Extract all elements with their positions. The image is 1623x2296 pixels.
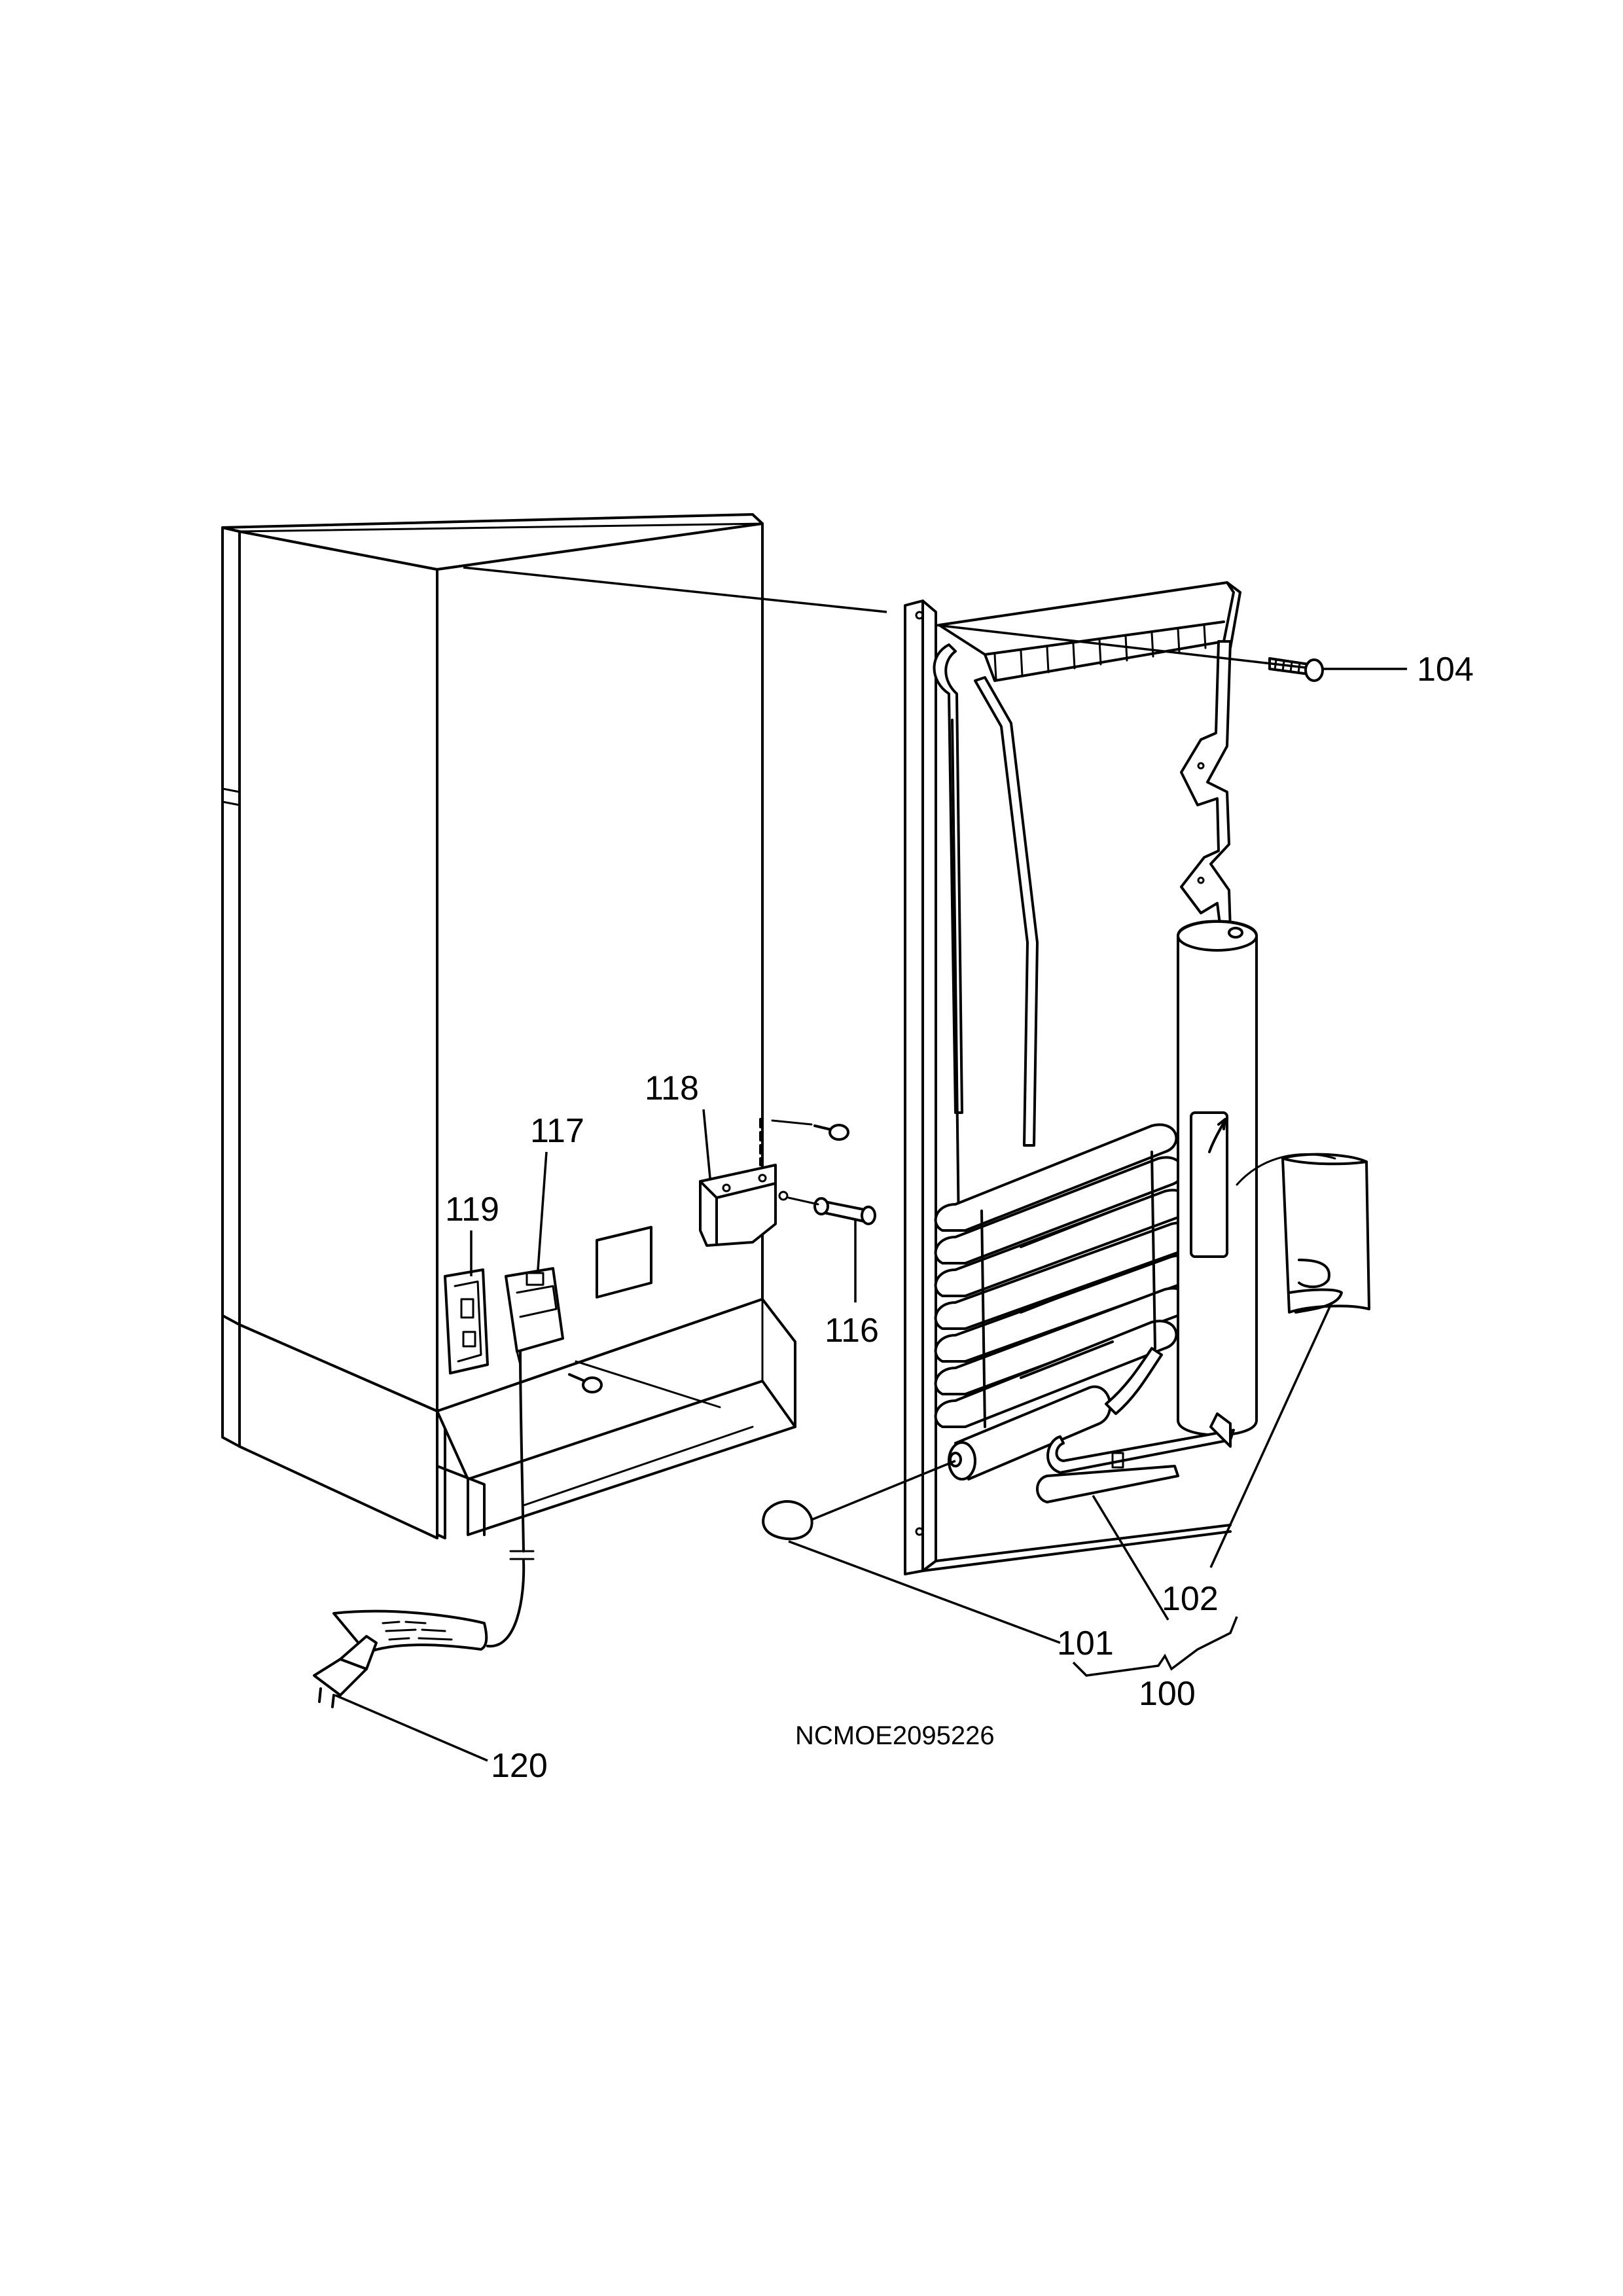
- part-118-bracket: [699, 1118, 789, 1247]
- part-120-power-cord: [313, 1350, 535, 1708]
- screw-upper: [771, 1119, 849, 1141]
- callout-120: 120: [491, 1747, 548, 1785]
- reservoir-tank: [1177, 920, 1258, 1437]
- boiler-assembly: [948, 1347, 1235, 1503]
- leader-lines: [334, 566, 1407, 1762]
- drawing-code: NCMOE2095226: [795, 1721, 995, 1750]
- refrigerator-cabinet: [221, 513, 796, 1539]
- callout-119: 119: [445, 1191, 499, 1229]
- callout-118: 118: [645, 1069, 699, 1107]
- part-117-switch: [505, 1267, 564, 1366]
- callout-102: 102: [1162, 1580, 1219, 1618]
- part-119-bracket: [444, 1268, 489, 1374]
- callout-100: 100: [1139, 1675, 1196, 1713]
- callout-labels: 104 118 117 119 116 102 101 100 120 NCMO…: [445, 651, 1474, 1785]
- part-116-pin: [787, 1196, 876, 1225]
- part-104-screw: [1268, 657, 1324, 682]
- part-102-cover: [1236, 1153, 1370, 1314]
- callout-117: 117: [530, 1112, 584, 1150]
- cooling-tubes-right: [1180, 640, 1232, 931]
- screw-lower: [568, 1373, 603, 1393]
- cooling-tubes-left: [933, 643, 1039, 1232]
- callout-101: 101: [1057, 1624, 1114, 1662]
- callout-116: 116: [825, 1312, 879, 1350]
- part-101-cap: [762, 1500, 813, 1541]
- condenser-fins: [938, 581, 1241, 682]
- absorber-coil: [934, 1123, 1198, 1428]
- cooling-unit-frame: [904, 600, 1232, 1575]
- callout-104: 104: [1417, 651, 1474, 689]
